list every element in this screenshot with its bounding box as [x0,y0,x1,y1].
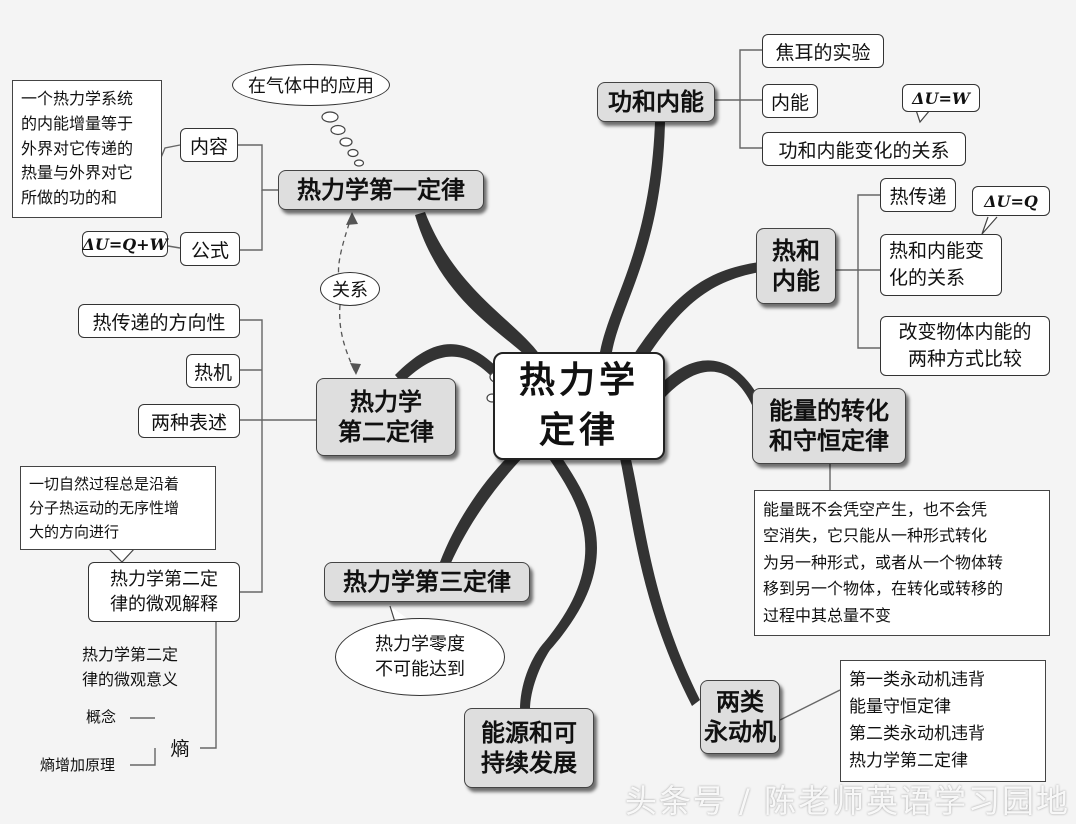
concept: 概念 [86,708,117,727]
energy-conservation-text: 能量既不会凭空产生，也不会凭 空消失，它只能从一种形式转化 为另一种形式，或者从… [754,490,1050,636]
content-text: 一个热力学系统 的内能增量等于 外界对它传递的 热量与外界对它 所做的功的和 [12,80,162,218]
heat-formula: ΔU=Q [972,186,1050,216]
topic-heat-internal: 热和 内能 [756,228,836,304]
two-ways-compare: 改变物体内能的 两种方式比较 [880,316,1050,376]
first-law-formula: ΔU=Q+W [82,231,168,257]
branch-work-internal [600,122,665,352]
topic-energy-sustain: 能源和可 持续发展 [464,708,594,788]
branch-perpetual [620,455,700,706]
third-law-note: 热力学零度 不可能达到 [335,618,505,696]
formula-label: 公式 [180,232,240,266]
watermark: 头条号 / 陈老师英语学习园地 [624,782,1070,820]
work-relation: 功和内能变化的关系 [762,132,966,166]
topic-second-law: 热力学 第二定律 [316,378,456,456]
branch-energy-sustain [520,455,597,710]
topic-third-law: 热力学第三定律 [324,562,530,602]
branch-third-law [440,445,530,565]
heat-engine: 热机 [186,354,240,388]
work-formula: ΔU=W [902,84,980,112]
micro-meaning: 热力学第二定 律的微观意义 [82,645,179,689]
central-topic: 热力学 定律 [493,352,665,460]
internal-energy: 内能 [762,84,818,118]
content-label: 内容 [180,128,238,162]
topic-work-internal: 功和内能 [597,82,715,122]
gas-application-bubble: 在气体中的应用 [232,64,390,106]
entropy-increase: 熵增加原理 [40,756,116,775]
branch-second-law [395,344,500,383]
branch-heat-internal [630,262,760,365]
branch-energy-conservation [655,360,760,405]
topic-energy-conservation: 能量的转化 和守恒定律 [752,388,906,464]
topic-perpetual: 两类 永动机 [700,680,780,754]
heat-transfer: 热传递 [880,178,956,212]
heat-relation: 热和内能变 化的关系 [880,234,1002,296]
micro-text: 一切自然过程总是沿着 分子热运动的无序性增 大的方向进行 [20,466,216,550]
micro-explanation: 热力学第二定 律的微观解释 [88,562,240,622]
two-statements: 两种表述 [138,404,240,438]
entropy: 熵 [170,737,190,760]
topic-first-law: 热力学第一定律 [278,170,484,210]
branch-first-law [415,212,540,360]
joule-experiment: 焦耳的实验 [762,34,884,68]
perpetual-text: 第一类永动机违背 能量守恒定律 第二类永动机违背 热力学第二定律 [840,660,1046,782]
relation-bubble: 关系 [320,272,380,306]
heat-direction: 热传递的方向性 [78,304,240,338]
